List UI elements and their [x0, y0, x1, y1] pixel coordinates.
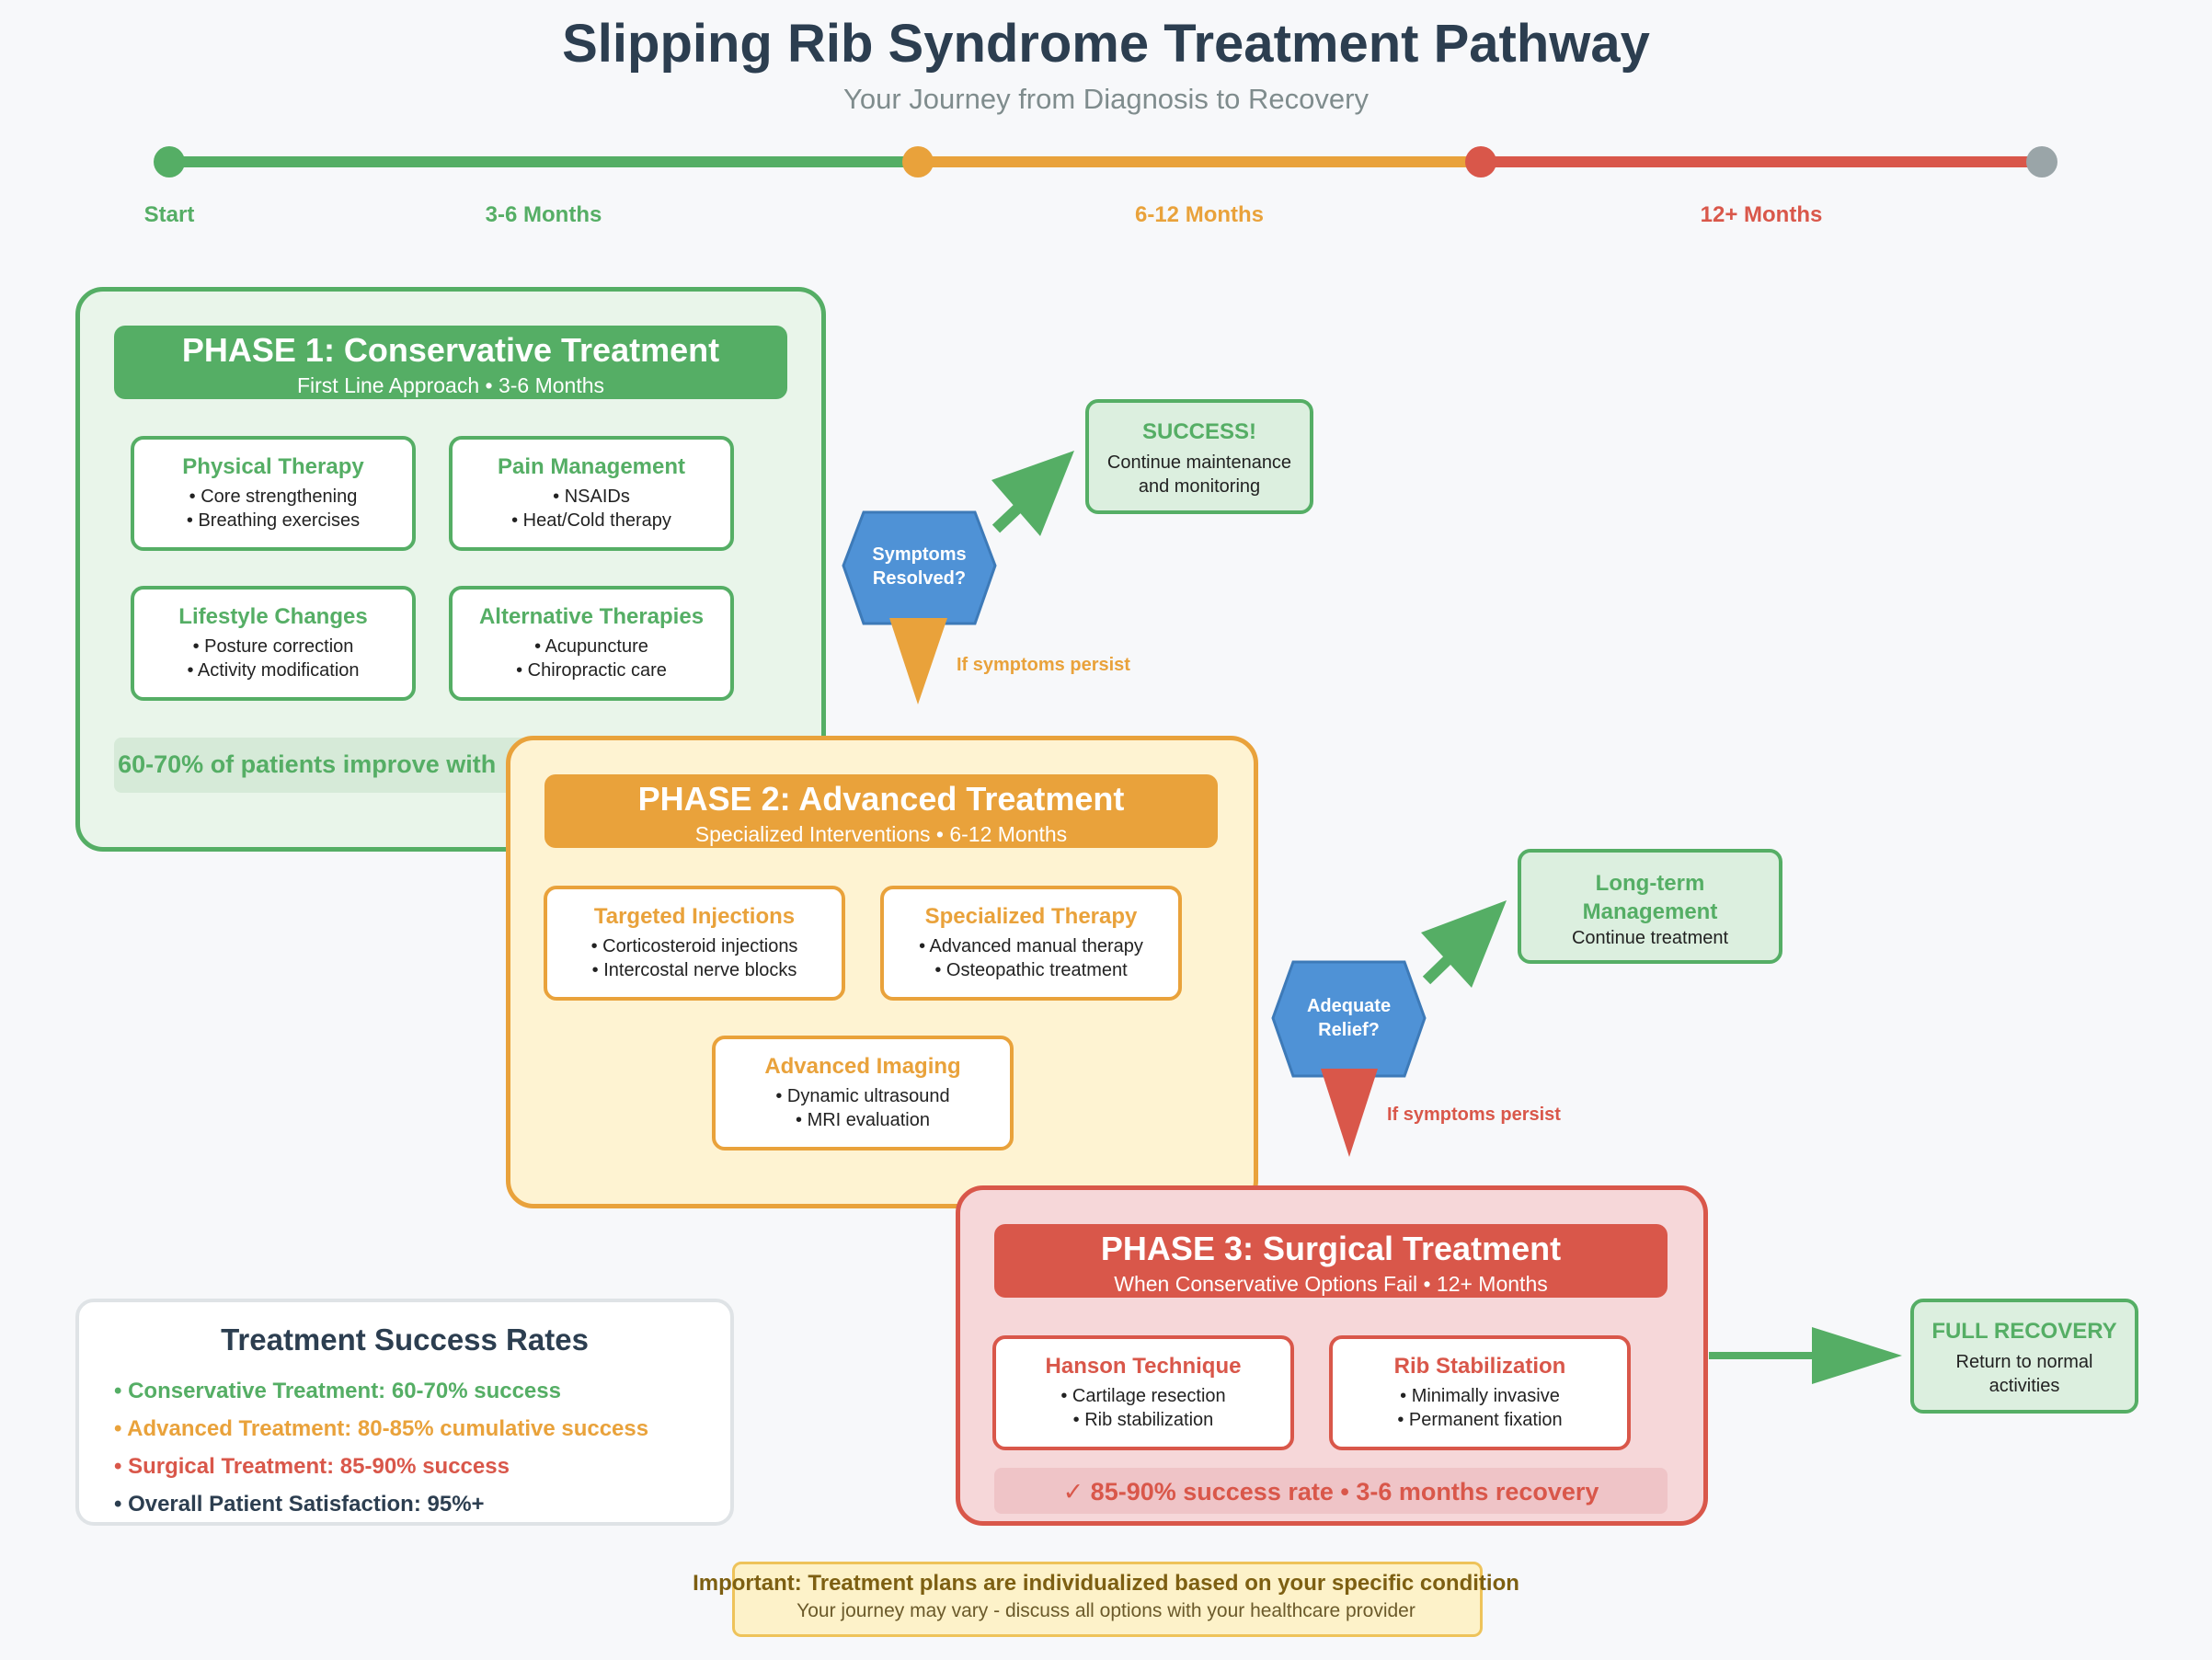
card-item: • Permanent fixation	[1397, 1410, 1563, 1430]
important-note-title: Important: Treatment plans are individua…	[693, 1571, 1519, 1596]
full-recovery-box: FULL RECOVERY Return to normal activitie…	[1910, 1299, 2138, 1414]
card-advanced-imaging: Advanced Imaging • Dynamic ultrasound • …	[712, 1036, 1014, 1151]
persist-label-2: If symptoms persist	[1387, 1105, 1561, 1125]
phase-3-header: PHASE 3: Surgical Treatment When Conserv…	[994, 1224, 1668, 1298]
card-item: • NSAIDs	[553, 487, 630, 507]
card-item: • Breathing exercises	[186, 510, 361, 531]
card-pain-management: Pain Management • NSAIDs • Heat/Cold the…	[449, 436, 734, 551]
card-item: • Posture correction	[192, 636, 354, 657]
long-term-title-line-2: Management	[1582, 899, 1718, 924]
success-box: SUCCESS! Continue maintenance and monito…	[1085, 399, 1313, 514]
phase-3-subtitle: When Conservative Options Fail • 12+ Mon…	[1114, 1272, 1548, 1296]
decision-1-line-1: Symptoms	[872, 544, 967, 565]
decision-2-line-1: Adequate	[1306, 996, 1392, 1016]
decision-hexagon-2	[1271, 960, 1427, 1078]
rate-satisfaction: • Overall Patient Satisfaction: 95%+	[114, 1492, 485, 1517]
card-title: Targeted Injections	[593, 904, 796, 929]
rate-advanced: • Advanced Treatment: 80-85% cumulative …	[114, 1416, 649, 1441]
arrow-head-success	[991, 451, 1074, 536]
timeline-label-12-plus-months: 12+ Months	[1700, 202, 1823, 227]
decision-2-label: Adequate Relief?	[1273, 994, 1425, 1042]
timeline-label-start: Start	[143, 202, 195, 227]
decision-1-line-2: Resolved?	[872, 568, 967, 589]
card-item: • Minimally invasive	[1400, 1386, 1560, 1406]
phase-1-success-note: ✓ 60-70% of patients improve with	[114, 738, 528, 793]
long-term-management-box: Long-term Management Continue treatment	[1518, 849, 1782, 964]
timeline-dot-phase2	[902, 146, 934, 177]
arrow-head-longterm	[1421, 900, 1507, 988]
success-line-1: Continue maintenance	[1106, 452, 1292, 473]
phase-1-subtitle: First Line Approach • 3-6 Months	[296, 373, 605, 397]
card-hanson-technique: Hanson Technique • Cartilage resection •…	[992, 1335, 1294, 1450]
timeline-label-6-12-months: 6-12 Months	[1134, 202, 1265, 227]
success-rates-title: Treatment Success Rates	[221, 1322, 589, 1357]
timeline-label-3-6-months: 3-6 Months	[485, 202, 602, 227]
recovery-line-2: activities	[1989, 1376, 2060, 1396]
recovery-line-1: Return to normal	[1955, 1352, 2093, 1372]
card-item: • Chiropractic care	[516, 660, 667, 681]
success-title: SUCCESS!	[1141, 419, 1257, 444]
arrow-down-2	[1321, 1069, 1378, 1157]
decision-2-line-2: Relief?	[1318, 1020, 1380, 1040]
card-title: Advanced Imaging	[764, 1054, 961, 1079]
important-note-box	[732, 1562, 1483, 1637]
card-item: • Osteopathic treatment	[934, 960, 1128, 980]
card-item: • MRI evaluation	[796, 1110, 930, 1130]
phase-3-success-note: ✓ 85-90% success rate • 3-6 months recov…	[994, 1468, 1668, 1514]
card-targeted-injections: Targeted Injections • Corticosteroid inj…	[544, 886, 845, 1001]
card-title: Hanson Technique	[1045, 1354, 1242, 1379]
card-item: • Intercostal nerve blocks	[591, 960, 797, 980]
page-title: Slipping Rib Syndrome Treatment Pathway	[562, 14, 1650, 74]
decision-hexagon-1	[842, 510, 997, 625]
card-item: • Rib stabilization	[1072, 1410, 1214, 1430]
rate-conservative: • Conservative Treatment: 60-70% success	[114, 1379, 561, 1403]
long-term-title-line-1: Long-term	[1595, 871, 1705, 896]
card-item: • Cartilage resection	[1060, 1386, 1226, 1406]
card-physical-therapy: Physical Therapy • Core strengthening • …	[131, 436, 416, 551]
rate-surgical: • Surgical Treatment: 85-90% success	[114, 1454, 510, 1479]
recovery-title: FULL RECOVERY	[1931, 1319, 2117, 1344]
phase-2-header: PHASE 2: Advanced Treatment Specialized …	[544, 774, 1218, 848]
phase-1-header: PHASE 1: Conservative Treatment First Li…	[114, 326, 787, 399]
timeline-dot-end	[2026, 146, 2057, 177]
card-lifestyle-changes: Lifestyle Changes • Posture correction •…	[131, 586, 416, 701]
card-item: • Advanced manual therapy	[919, 936, 1143, 956]
phase-3-title: PHASE 3: Surgical Treatment	[1100, 1230, 1562, 1267]
card-item: • Heat/Cold therapy	[511, 510, 671, 531]
phase-1-note-text: ✓ 60-70% of patients improve with	[114, 750, 497, 778]
phase-2-subtitle: Specialized Interventions • 6-12 Months	[694, 822, 1068, 846]
card-title: Pain Management	[497, 454, 686, 479]
card-item: • Activity modification	[187, 660, 360, 681]
card-title: Alternative Therapies	[478, 604, 705, 629]
success-rates-panel: Treatment Success Rates • Conservative T…	[75, 1299, 734, 1526]
card-specialized-therapy: Specialized Therapy • Advanced manual th…	[880, 886, 1182, 1001]
card-item: • Corticosteroid injections	[590, 936, 798, 956]
card-item: • Acupuncture	[534, 636, 648, 657]
card-title: Physical Therapy	[182, 454, 364, 479]
phase-1-title: PHASE 1: Conservative Treatment	[181, 331, 720, 369]
card-title: Lifestyle Changes	[178, 604, 368, 629]
important-note-subtitle: Your journey may vary - discuss all opti…	[797, 1600, 1415, 1621]
success-rates-list: • Conservative Treatment: 60-70% success…	[114, 1372, 730, 1523]
decision-1-label: Symptoms Resolved?	[843, 543, 995, 590]
phase-3-note-text: ✓ 85-90% success rate • 3-6 months recov…	[1062, 1478, 1599, 1505]
page-subtitle: Your Journey from Diagnosis to Recovery	[843, 83, 1369, 115]
arrow-head-recovery	[1812, 1327, 1902, 1384]
phase-2-title: PHASE 2: Advanced Treatment	[637, 780, 1125, 818]
success-line-2: and monitoring	[1138, 476, 1261, 497]
card-item: • Core strengthening	[189, 487, 358, 507]
card-title: Rib Stabilization	[1393, 1354, 1566, 1379]
card-item: • Dynamic ultrasound	[775, 1086, 950, 1106]
card-rib-stabilization: Rib Stabilization • Minimally invasive •…	[1329, 1335, 1631, 1450]
card-alternative-therapies: Alternative Therapies • Acupuncture • Ch…	[449, 586, 734, 701]
timeline-dot-start	[154, 146, 185, 177]
persist-label-1: If symptoms persist	[957, 655, 1130, 675]
arrow-down-1	[889, 618, 947, 704]
timeline-dot-phase3	[1465, 146, 1496, 177]
long-term-line-1: Continue treatment	[1571, 928, 1729, 948]
card-title: Specialized Therapy	[924, 904, 1138, 929]
